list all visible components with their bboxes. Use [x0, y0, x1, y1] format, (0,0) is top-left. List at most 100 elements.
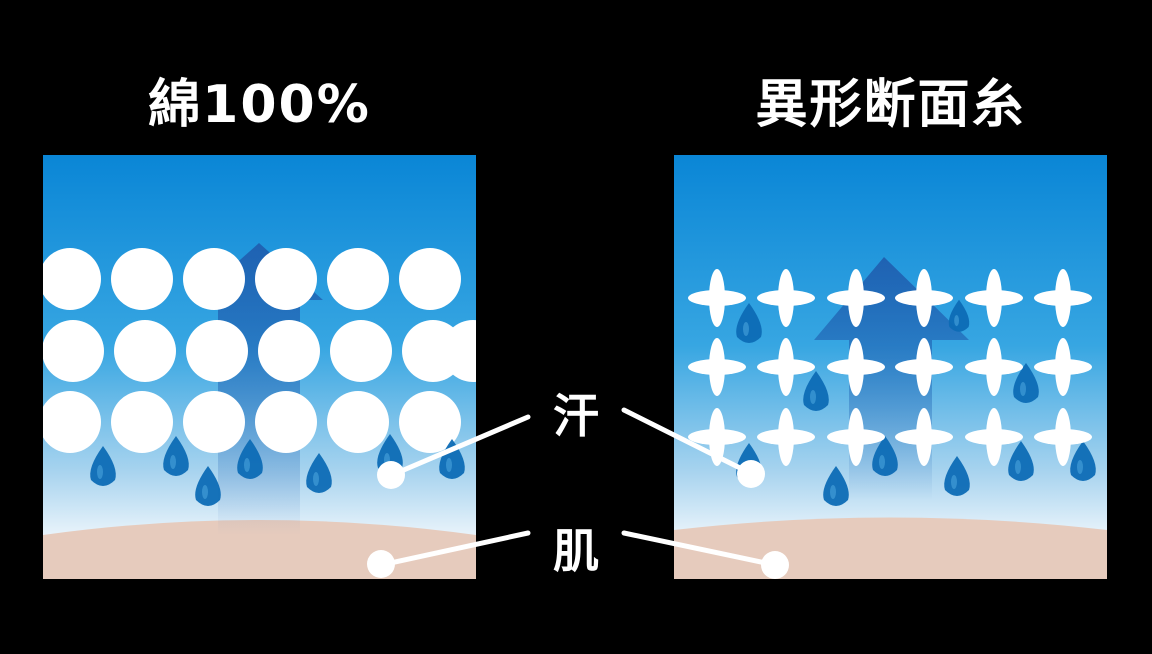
cotton-fiber	[186, 320, 248, 382]
fiber-lobe	[986, 269, 1002, 327]
cross-fiber	[688, 408, 746, 466]
sweat-droplet	[163, 436, 189, 476]
fiber-lobe	[916, 408, 932, 466]
cotton-fiber	[43, 320, 104, 382]
cross-fiber	[688, 338, 746, 396]
fiber-lobe	[916, 269, 932, 327]
sweat-droplet	[944, 456, 970, 496]
cross-fibers	[688, 269, 1092, 466]
sweat-leader-right	[621, 407, 753, 476]
sweat-droplet	[1070, 441, 1096, 481]
droplet-highlight	[202, 485, 208, 499]
fiber-lobe	[778, 408, 794, 466]
cross-fiber	[827, 338, 885, 396]
profiled-fiber-title: 異形断面糸	[755, 75, 1026, 135]
fiber-lobe	[1055, 408, 1071, 466]
droplet-highlight	[170, 455, 176, 469]
fiber-lobe	[1055, 338, 1071, 396]
cross-fiber	[757, 338, 815, 396]
droplet-highlight	[743, 322, 749, 336]
skin-label: 肌	[553, 524, 599, 578]
droplet-highlight	[446, 458, 452, 472]
cross-fiber	[827, 269, 885, 327]
skin-marker-left	[367, 550, 395, 578]
fiber-lobe	[848, 338, 864, 396]
droplet-highlight	[244, 458, 250, 472]
sweat-droplet	[736, 303, 762, 343]
evaporation-arrow	[195, 243, 323, 535]
sweat-droplet	[948, 299, 970, 332]
cotton-fiber	[43, 248, 101, 310]
cotton-fiber	[327, 248, 389, 310]
fiber-lobe	[848, 269, 864, 327]
cotton-fiber	[111, 248, 173, 310]
droplet-highlight	[313, 472, 319, 486]
fiber-lobe	[986, 338, 1002, 396]
cross-fiber	[895, 269, 953, 327]
cross-fiber	[895, 408, 953, 466]
cotton-fiber	[255, 391, 317, 453]
droplet-highlight	[954, 315, 959, 327]
fiber-lobe	[709, 408, 725, 466]
fiber-lobe	[709, 338, 725, 396]
cross-fiber	[895, 338, 953, 396]
skin-marker-right	[761, 551, 789, 579]
cotton-fiber	[399, 248, 461, 310]
cotton-fiber	[183, 391, 245, 453]
fiber-lobe	[986, 408, 1002, 466]
droplet-highlight	[1020, 382, 1026, 396]
droplet-highlight	[1077, 460, 1083, 474]
cross-fiber	[965, 338, 1023, 396]
fiber-lobe	[848, 408, 864, 466]
droplet-highlight	[1015, 460, 1021, 474]
cotton-fibers	[43, 248, 476, 453]
droplet-highlight	[830, 485, 836, 499]
fiber-lobe	[778, 269, 794, 327]
cotton-fiber	[330, 320, 392, 382]
cotton-title: 綿100%	[148, 75, 371, 135]
skin-leader-left	[378, 530, 531, 568]
cross-fiber	[757, 269, 815, 327]
droplet-highlight	[810, 390, 816, 404]
sweat-droplet	[872, 436, 898, 476]
cross-fiber	[688, 269, 746, 327]
cross-fiber	[965, 269, 1023, 327]
sweat-marker-right	[737, 460, 765, 488]
cross-fiber	[1034, 269, 1092, 327]
profiled-fiber-panel	[674, 155, 1107, 579]
cross-fiber	[1034, 408, 1092, 466]
cotton-fiber	[258, 320, 320, 382]
fiber-lobe	[916, 338, 932, 396]
cross-fiber	[1034, 338, 1092, 396]
sweat-droplet	[195, 466, 221, 506]
droplet-highlight	[97, 465, 103, 479]
sweat-leader-left	[389, 414, 531, 478]
cross-fiber	[757, 408, 815, 466]
cross-fiber	[827, 408, 885, 466]
cotton-fiber	[327, 391, 389, 453]
fiber-lobe	[1055, 269, 1071, 327]
skin-leader-right	[621, 530, 778, 568]
cotton-panel	[43, 155, 476, 579]
sweat-droplet	[803, 371, 829, 411]
sweat-droplet	[237, 439, 263, 479]
cotton-fiber	[399, 391, 461, 453]
cotton-fiber	[442, 320, 476, 382]
cotton-fiber	[183, 248, 245, 310]
cotton-fiber	[43, 391, 101, 453]
fiber-lobe	[709, 269, 725, 327]
sweat-label: 汗	[553, 389, 599, 443]
droplet-highlight	[879, 455, 885, 469]
sweat-droplet	[1013, 363, 1039, 403]
sweat-droplet	[1008, 441, 1034, 481]
cotton-fiber	[255, 248, 317, 310]
fiber-lobe	[778, 338, 794, 396]
sweat-droplets	[736, 299, 1096, 506]
cotton-fiber	[114, 320, 176, 382]
sweat-droplet	[90, 446, 116, 486]
droplet-highlight	[951, 475, 957, 489]
cotton-fiber	[111, 391, 173, 453]
sweat-droplet	[823, 466, 849, 506]
sweat-droplet	[306, 453, 332, 493]
